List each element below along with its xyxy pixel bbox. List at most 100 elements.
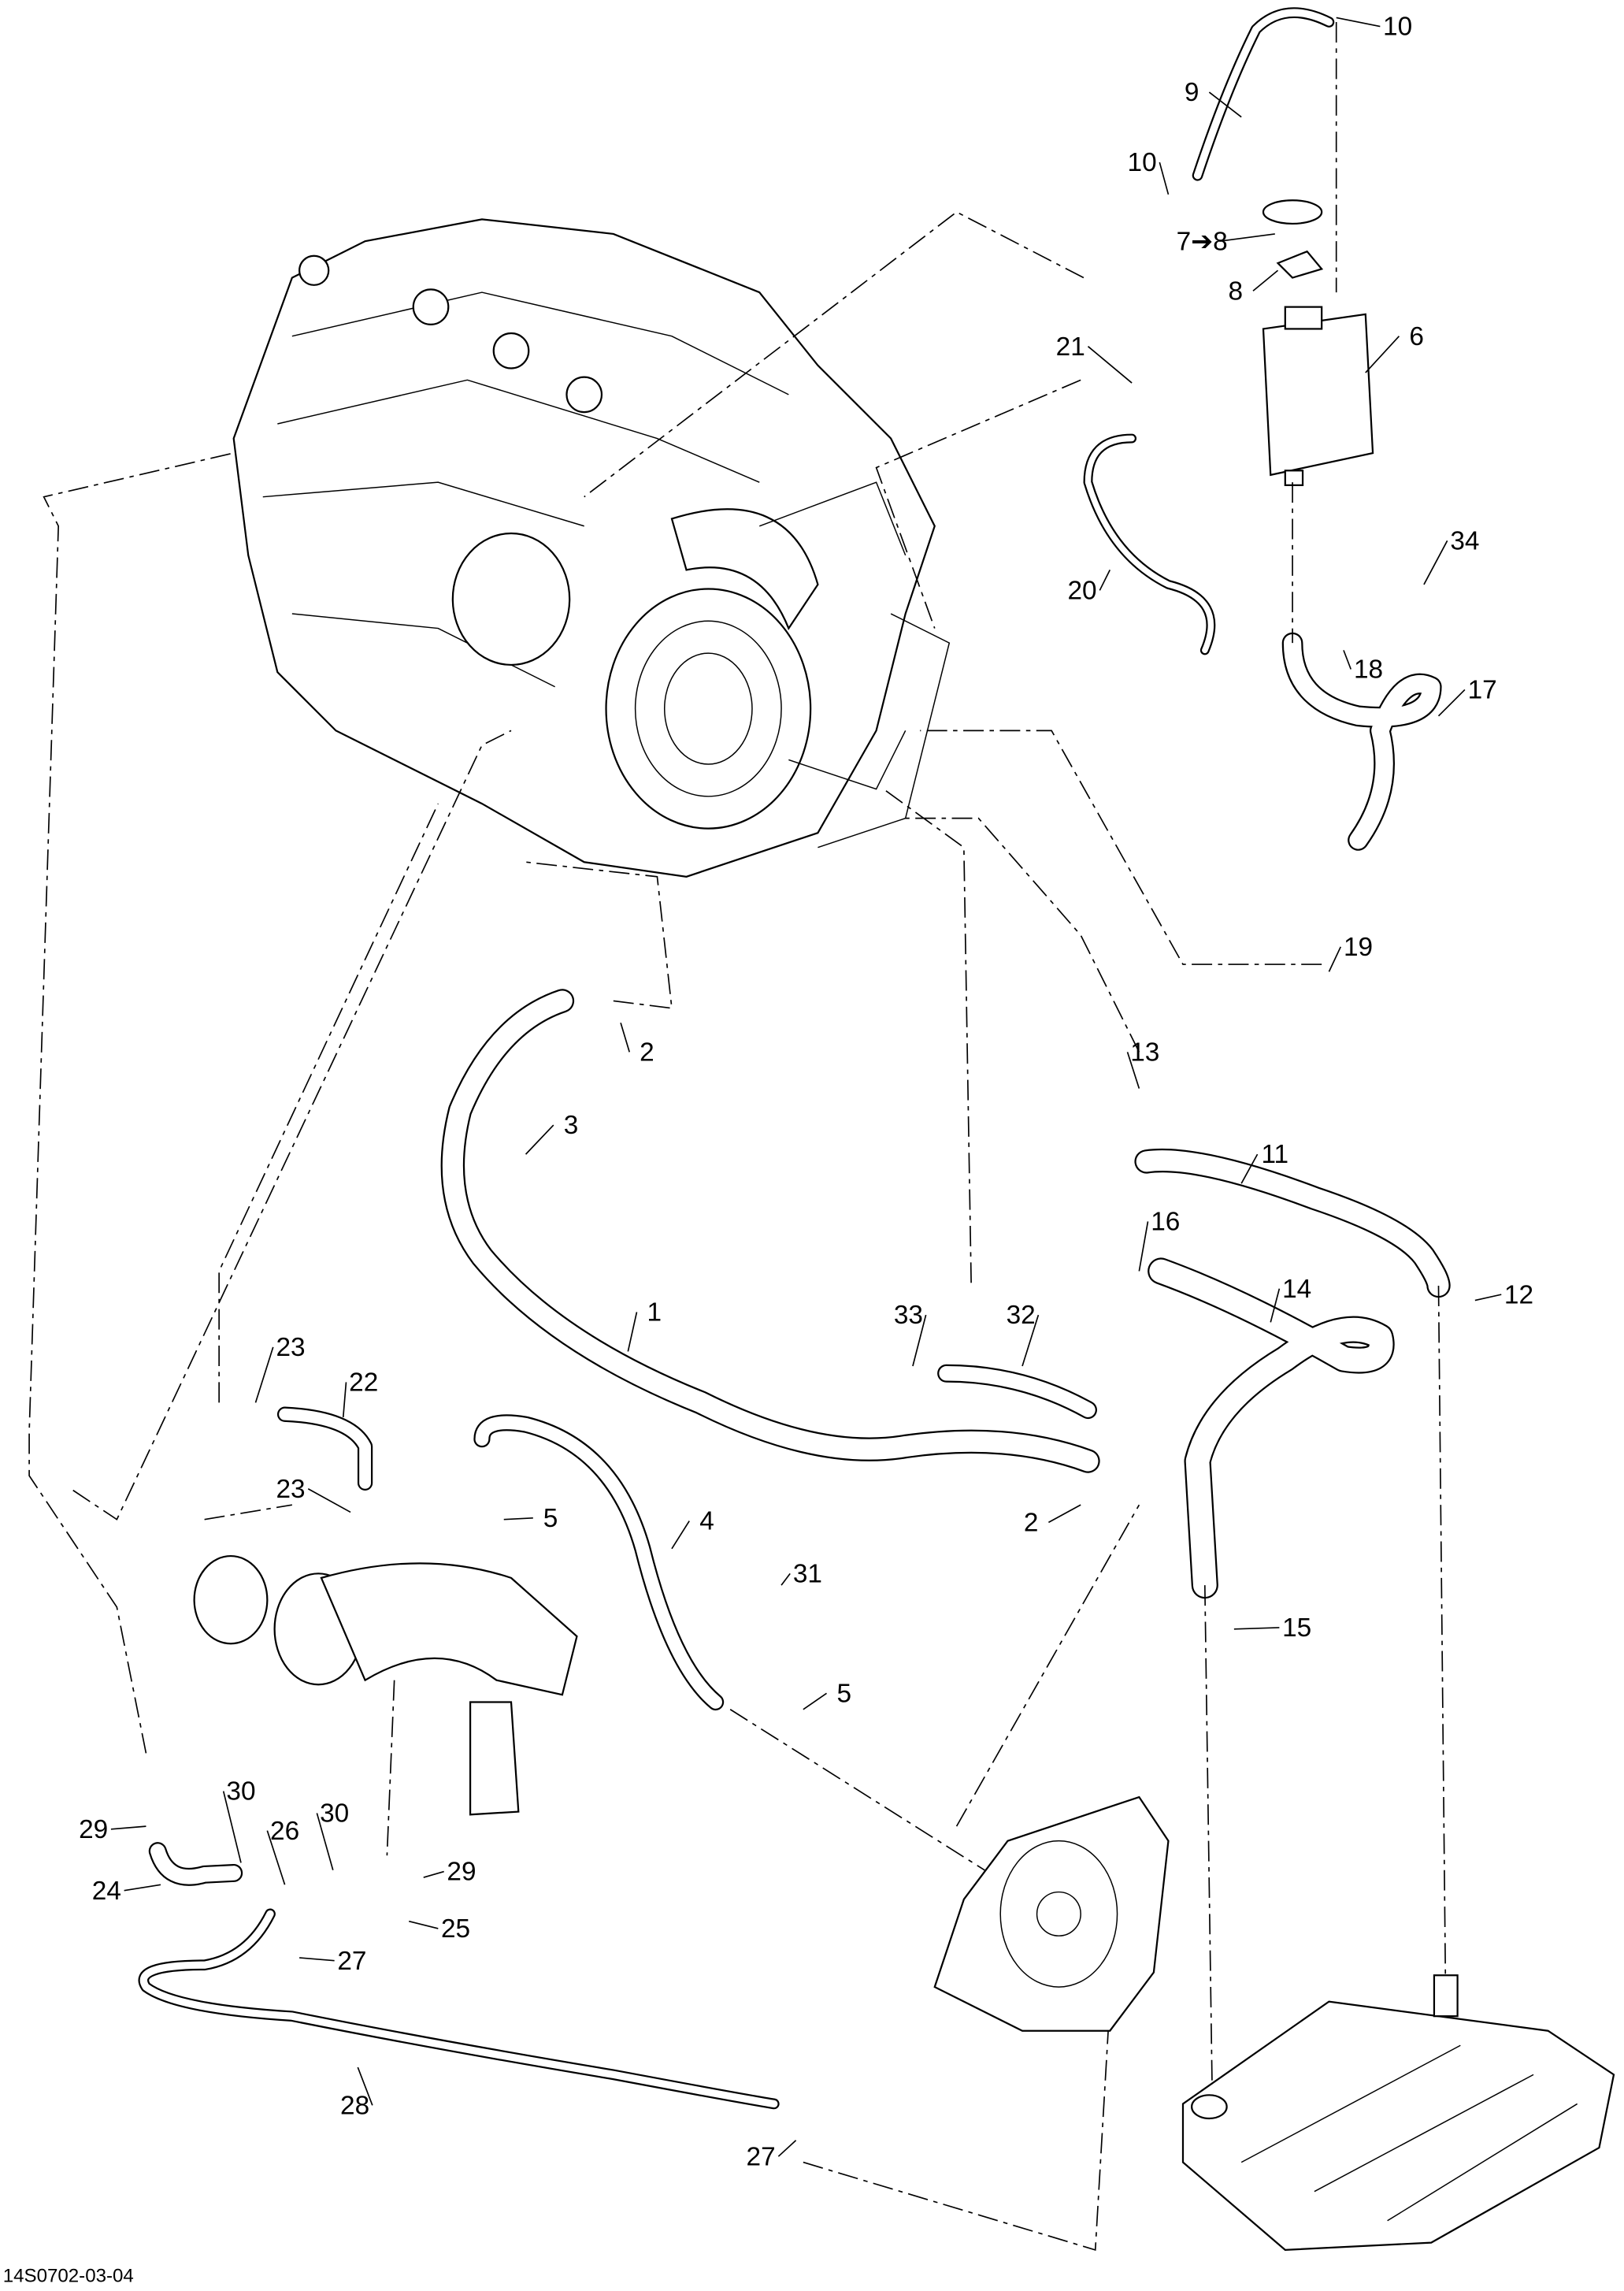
assembly-line	[1203, 1585, 1213, 2089]
assembly-line	[28, 452, 234, 1754]
leader-line	[1474, 1294, 1502, 1301]
leader-line	[1343, 650, 1352, 670]
callout-number: 15	[1282, 1613, 1311, 1643]
leader-line	[1021, 1314, 1040, 1367]
callout-number: 33	[894, 1301, 923, 1330]
leader-line	[423, 1870, 444, 1878]
leader-line	[671, 1521, 690, 1550]
callout-number: 32	[1007, 1301, 1036, 1330]
callout-number: 5	[543, 1504, 558, 1533]
leader-line	[357, 2066, 373, 2106]
callout-number: 23	[276, 1333, 305, 1362]
assembly-line	[72, 730, 512, 1521]
coolant-reservoir	[1262, 199, 1374, 486]
ride-plate	[1181, 1974, 1615, 2251]
assembly-line	[729, 1504, 1140, 1885]
assembly-line	[1437, 1286, 1447, 2017]
callout-number: 28	[340, 2091, 369, 2120]
callout-number: 9	[1185, 78, 1199, 107]
callout-number: 14	[1282, 1275, 1311, 1304]
callout-number: 10	[1128, 148, 1157, 177]
leader-line	[1159, 162, 1170, 195]
callout-number: 10	[1383, 13, 1412, 42]
leader-line	[1437, 689, 1466, 717]
callout-number: 8	[1228, 277, 1243, 306]
engine-illustration	[232, 218, 951, 878]
leader-line	[254, 1346, 274, 1403]
leader-line	[777, 2140, 797, 2157]
hose-20-fill	[1085, 435, 1214, 654]
leader-line	[342, 1382, 347, 1417]
callout-number: 12	[1504, 1280, 1533, 1309]
leader-line	[1328, 946, 1342, 972]
callout-number: 31	[793, 1559, 822, 1588]
leader-line	[912, 1314, 927, 1367]
callout-number: 19	[1344, 933, 1373, 962]
hose-20	[1083, 433, 1216, 655]
callout-number: 1	[647, 1298, 662, 1327]
hose-28-fill	[139, 1910, 778, 2108]
leader-line	[266, 1830, 286, 1885]
callout-number: 13	[1130, 1038, 1159, 1067]
leader-line	[1099, 570, 1111, 591]
hose-1-fill	[442, 990, 1099, 1472]
callout-number: 4	[699, 1507, 714, 1536]
assembly-line	[920, 730, 1322, 965]
callout-number: 18	[1354, 655, 1383, 685]
leader-line	[525, 1124, 554, 1155]
hoses	[28, 7, 1451, 2251]
callout-number: 23	[276, 1475, 305, 1504]
hose-11-fill	[1136, 1150, 1449, 1296]
callout-number: 3	[564, 1111, 579, 1140]
leader-line	[503, 1517, 533, 1521]
leader-line	[1270, 1288, 1281, 1323]
leader-line	[1138, 1221, 1149, 1272]
callout-number: 30	[226, 1777, 255, 1806]
leader-line	[780, 1573, 791, 1586]
callout-number: 24	[92, 1877, 121, 1906]
leader-line	[299, 1957, 335, 1962]
hose-1	[440, 989, 1100, 1473]
leader-line	[1252, 269, 1279, 291]
callout-number: 27	[337, 1947, 366, 1976]
callout-number: 6	[1409, 322, 1424, 351]
hose-14-fill	[1149, 1259, 1393, 1597]
callout-number: 21	[1056, 332, 1085, 362]
leader-line	[1126, 1052, 1140, 1089]
leader-line	[620, 1022, 631, 1053]
leader-line	[110, 1825, 146, 1830]
leader-line	[316, 1813, 334, 1870]
leader-line	[1208, 91, 1242, 118]
hose-22-fill	[279, 1408, 371, 1489]
assembly-line	[1292, 22, 1337, 644]
leader-line	[1087, 346, 1133, 384]
assembly-line	[875, 379, 1081, 629]
callout-number: 17	[1468, 676, 1497, 705]
callout-number: 20	[1067, 576, 1096, 605]
drawing-code: 14S0702-03-04	[3, 2266, 134, 2287]
leader-line	[1423, 540, 1448, 585]
assembly-line	[204, 1504, 293, 1521]
callout-number: 7➔8	[1177, 227, 1228, 256]
hose-9	[1192, 7, 1335, 181]
leader-line	[124, 1884, 161, 1892]
leader-line	[1233, 1627, 1280, 1630]
callout-number: 27	[747, 2142, 776, 2171]
exhaust-manifold	[193, 1554, 578, 1816]
callout-number: 26	[270, 1817, 299, 1846]
leader-line	[222, 1791, 242, 1863]
callout-number: 2	[1024, 1509, 1039, 1538]
assembly-line	[883, 788, 972, 1283]
leader-line	[1240, 1153, 1259, 1184]
assembly-line	[525, 861, 673, 1009]
leader-line	[1365, 336, 1400, 373]
leader-line	[1219, 233, 1275, 243]
leader-line	[1336, 17, 1381, 28]
leader-line	[1047, 1504, 1081, 1524]
leader-line	[627, 1312, 638, 1352]
callout-number: 22	[349, 1368, 378, 1398]
hose-32-fill	[939, 1366, 1096, 1417]
assembly-line	[386, 1680, 395, 1856]
